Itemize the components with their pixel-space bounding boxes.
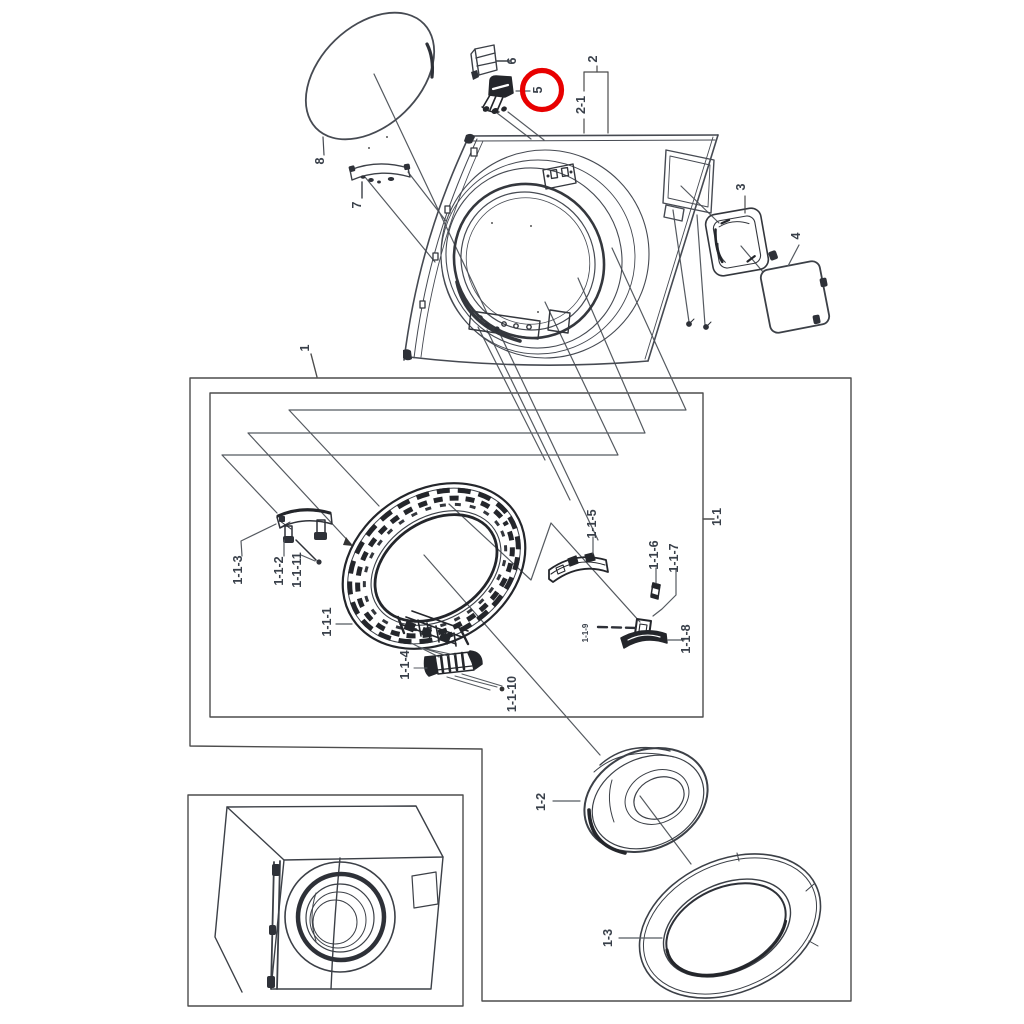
svg-text:2: 2 <box>586 55 600 62</box>
svg-text:1-1-6: 1-1-6 <box>647 540 661 569</box>
svg-text:1-2: 1-2 <box>534 793 548 811</box>
svg-text:1-1-4: 1-1-4 <box>398 650 412 679</box>
svg-text:5: 5 <box>531 86 545 93</box>
svg-text:1-1-9: 1-1-9 <box>581 623 590 642</box>
svg-text:8: 8 <box>313 157 327 164</box>
svg-text:1: 1 <box>298 344 312 351</box>
svg-text:1-1: 1-1 <box>710 508 724 526</box>
svg-text:7: 7 <box>350 201 364 208</box>
svg-text:1-1-8: 1-1-8 <box>679 624 693 653</box>
svg-text:3: 3 <box>734 183 748 190</box>
svg-text:1-1-3: 1-1-3 <box>231 555 245 584</box>
svg-text:2-1: 2-1 <box>574 96 588 114</box>
svg-text:6: 6 <box>505 57 519 64</box>
svg-text:1-1-7: 1-1-7 <box>667 543 681 572</box>
svg-text:1-3: 1-3 <box>601 929 615 947</box>
svg-text:1-1-2: 1-1-2 <box>272 556 286 585</box>
svg-text:1-1-10: 1-1-10 <box>505 676 519 712</box>
svg-text:1-1-1: 1-1-1 <box>320 607 334 636</box>
svg-text:1-1-11: 1-1-11 <box>290 552 304 587</box>
svg-text:4: 4 <box>789 232 803 239</box>
svg-text:1-1-5: 1-1-5 <box>585 509 599 538</box>
